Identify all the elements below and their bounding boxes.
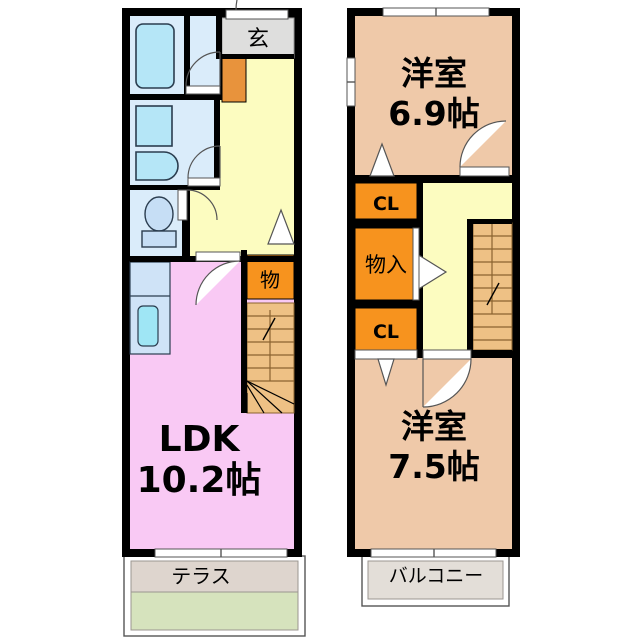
balcony-deck [367,560,504,600]
window-lower-room-balcony [370,548,497,558]
stairs-1f [246,302,295,414]
washing-machine-space [135,105,173,147]
door-toilet-panel [177,189,188,221]
door-toilet-swing [186,189,218,221]
bathtub [135,23,175,89]
wall-ldk-stairs [241,250,247,413]
storage-1f-label: 物 [260,268,280,292]
wall-washroom-hall [214,100,220,185]
door-closet-lower-panel [354,349,418,360]
yoshitsu-lower-size-label: 7.5帖 [388,447,479,486]
ldk-name-label: LDK [159,419,241,460]
closet-lower [354,307,418,351]
balcony-label: バルコニー [389,565,484,587]
wall-bath-washroom [130,94,220,100]
balcony-group: バルコニー [361,555,510,607]
door-washroom-swing [187,145,221,179]
door-bath-panel [185,85,221,95]
window-upper-room-top [382,7,490,17]
vanity-basin [135,151,179,181]
toilet-tank [141,230,177,248]
stair-winder [246,384,265,414]
wall-toilet-hall [182,190,188,256]
window-ldk-terrace [154,548,288,558]
storage-monoire [354,227,418,301]
terrace-deck [130,560,299,593]
door-yoshitsu-upper-swing [459,120,507,168]
yoshitsu-upper-size-label: 6.9帖 [388,94,479,133]
storage-1f [246,254,295,300]
terrace-garden [130,591,299,631]
door-entrance-panel [225,9,289,20]
door-ldk [195,251,241,306]
wall-closet-split-upper [355,219,417,228]
door-yoshitsu-upper [459,120,510,177]
stair-winder [246,380,295,405]
upper-room-opening-marker [369,142,395,177]
floor-1-group: テラス 玄 物 [122,0,306,637]
wall-genkan-bottom [216,54,294,59]
door-yoshitsu-lower-panel [422,349,472,360]
wall-washroom-toilet [130,185,220,190]
yoshitsu-lower-name-label: 洋室 [401,407,467,446]
genkan-label: 玄 [247,27,269,52]
wall-upper-room-hall [355,175,512,183]
kitchen-sink [137,305,159,347]
window-upper-room-left [346,57,356,107]
door-bath [185,51,221,95]
door-bath-swing [185,51,221,87]
door-yoshitsu-lower [422,349,472,408]
terrace-group: テラス [123,555,306,637]
door-toilet [177,189,218,221]
wall-hall-stairs [467,219,473,350]
closet-upper [354,182,418,220]
stair-direction-arrow [262,317,276,341]
room-yoshitsu-lower-fill [355,358,512,549]
wall-stairs-top [467,219,512,224]
terrace-label: テラス [171,564,231,588]
door-yoshitsu-upper-panel [459,166,510,177]
stairs-2f [472,222,513,351]
wall-closet-split-lower [355,300,417,308]
stair-direction-arrow [486,282,500,306]
door-ldk-panel [195,251,241,262]
hall-1f-opening-marker [267,208,295,245]
closet-lower-label: CL [373,321,399,343]
stair-winder [246,380,283,414]
wall-genkan-left [216,12,222,58]
door-washroom [187,145,221,187]
shoe-cabinet [221,57,247,103]
yoshitsu-upper-name-label: 洋室 [401,54,467,93]
toilet-bowl [144,196,174,232]
door-yoshitsu-lower-swing [422,358,472,408]
door-entrance-swing [235,0,238,11]
door-closet-lower-marker [377,358,395,388]
door-entrance [225,0,289,20]
monoire-door-track [412,227,420,301]
door-ldk-swing [195,260,241,306]
closet-upper-label: CL [373,193,399,215]
storage-monoire-label: 物入 [365,253,407,277]
door-washroom-panel [187,177,221,187]
door-closet-lower [354,349,418,388]
wall-bath-hall [184,16,190,94]
ldk-size-label: 10.2帖 [137,460,262,501]
floor-2-group: バルコニー CL 物入 CL [346,7,520,607]
